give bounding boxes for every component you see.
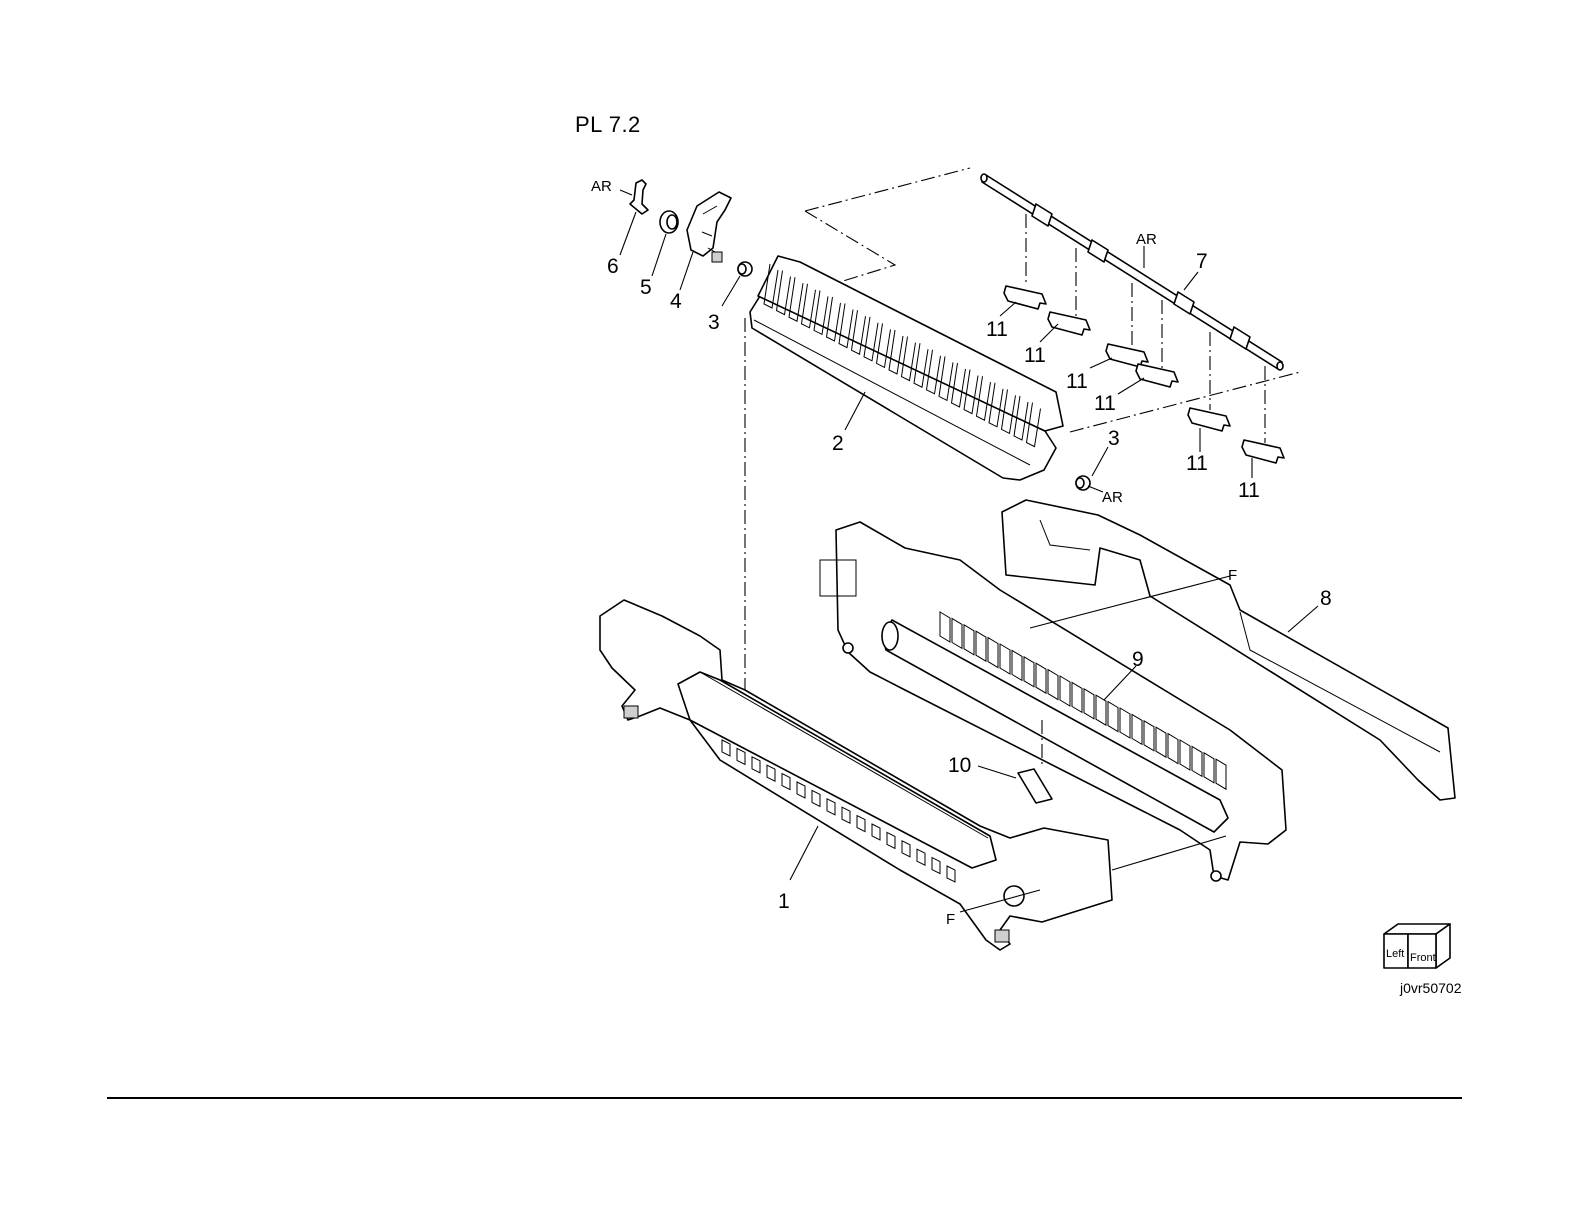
callout-10: 10 bbox=[948, 754, 971, 777]
figure-id: j0vr50702 bbox=[1400, 980, 1462, 996]
callout-11: 11 bbox=[1094, 392, 1116, 415]
callout-1: 1 bbox=[778, 890, 790, 913]
callout-8: 8 bbox=[1320, 587, 1332, 610]
callout-11: 11 bbox=[986, 318, 1008, 341]
callout-3: 3 bbox=[1108, 427, 1120, 450]
part-3-bushing-lower bbox=[1076, 447, 1108, 492]
callout-ar: AR bbox=[1136, 231, 1157, 248]
callout-11: 11 bbox=[1024, 344, 1046, 367]
part-3-bushing-upper bbox=[722, 262, 752, 306]
callout-6: 6 bbox=[607, 255, 619, 278]
callout-9: 9 bbox=[1132, 648, 1144, 671]
callout-f: F bbox=[1228, 567, 1237, 584]
callout-11: 11 bbox=[1066, 370, 1088, 393]
orientation-left-label: Left bbox=[1386, 948, 1404, 960]
callout-5: 5 bbox=[640, 276, 652, 299]
part-6-clip bbox=[620, 180, 648, 255]
callout-2: 2 bbox=[832, 432, 844, 455]
footer-rule bbox=[107, 1097, 1462, 1099]
part-4-bracket bbox=[680, 192, 731, 290]
callout-11: 11 bbox=[1186, 452, 1208, 475]
callout-ar: AR bbox=[1102, 489, 1123, 506]
callout-4: 4 bbox=[670, 290, 682, 313]
callout-3: 3 bbox=[708, 311, 720, 334]
part-5-gear bbox=[652, 211, 678, 276]
orientation-cube-icon: Left Front bbox=[1384, 924, 1450, 968]
orientation-front-label: Front bbox=[1410, 952, 1436, 964]
callout-ar: AR bbox=[591, 178, 612, 195]
callout-f: F bbox=[946, 911, 955, 928]
callout-7: 7 bbox=[1196, 250, 1208, 273]
callout-11: 11 bbox=[1238, 479, 1260, 502]
